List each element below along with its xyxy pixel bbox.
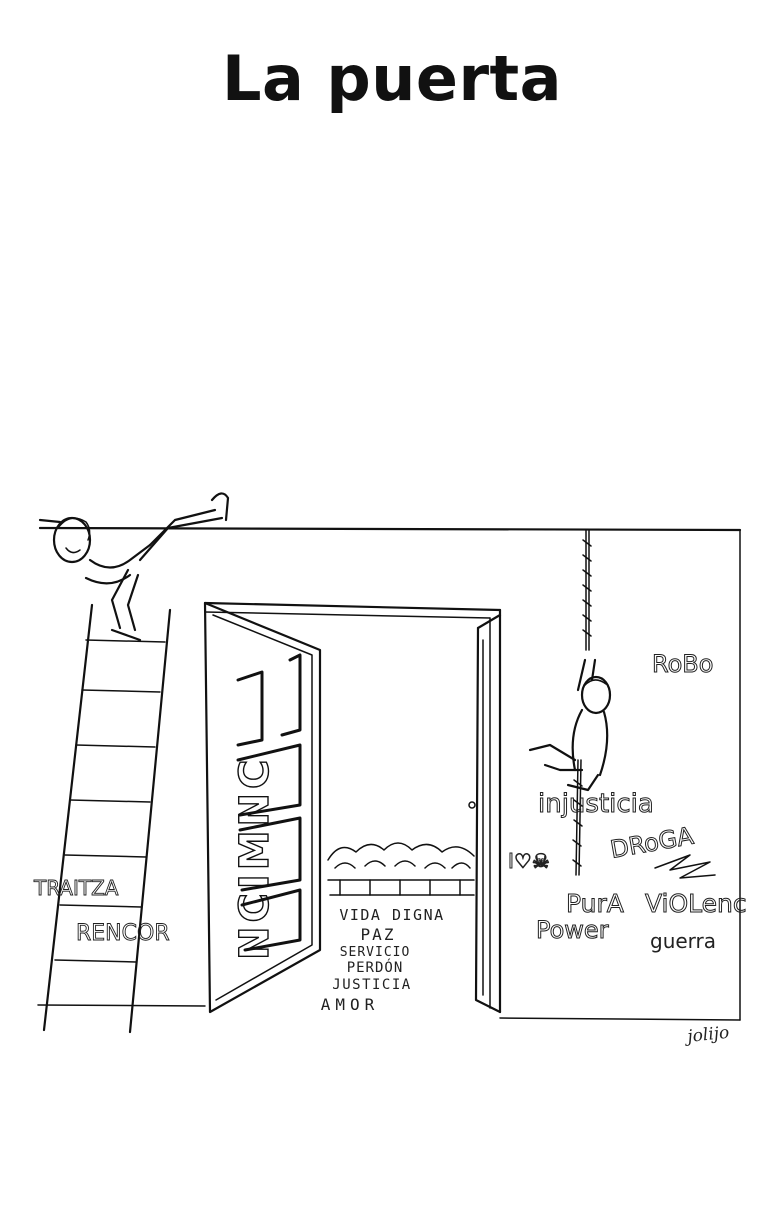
door-icon	[203, 601, 322, 1014]
left-wall-word-1: TRAITZA	[33, 876, 119, 900]
right-wall-love-death: I♡☠	[508, 849, 550, 873]
right-door-panel	[468, 613, 502, 1014]
doorway-word-6: AMOR	[321, 995, 380, 1014]
doorway-word-4: PERDÓN	[347, 958, 404, 976]
door-frame	[203, 601, 502, 1014]
doorway-word-3: SERVICIO	[340, 945, 411, 960]
right-wall-guerra: guerra	[650, 929, 716, 953]
right-wall-pura: PurA	[566, 889, 624, 918]
climber-figure-icon	[528, 658, 612, 792]
rope-icon	[572, 529, 592, 876]
signature: jolijo	[682, 1023, 730, 1048]
ground-line-right	[499, 1017, 741, 1021]
scribble-mark	[654, 854, 716, 879]
doorway-word-5: JUSTICIA	[332, 977, 411, 993]
right-wall-violenc: ViOLenc	[645, 889, 747, 918]
left-wall-word-2: RENCOR	[76, 921, 170, 946]
right-wall-robo: RoBo	[652, 650, 713, 678]
page-title: La puerta	[221, 42, 563, 115]
leaning-figure-icon	[38, 492, 230, 642]
door-panel-word: NCIMNC	[232, 756, 278, 960]
right-wall-power: Power	[536, 916, 609, 944]
door-letters	[236, 653, 302, 952]
crowd-icon	[327, 842, 475, 896]
wall-top-line	[38, 526, 742, 532]
ground-line-left	[37, 1004, 206, 1007]
doorway-word-2: PAZ	[361, 925, 396, 944]
ladder-icon	[42, 603, 172, 1034]
doorway-word-1: VIDA DIGNA	[339, 906, 444, 924]
right-wall-injusticia: injusticia	[538, 789, 654, 819]
